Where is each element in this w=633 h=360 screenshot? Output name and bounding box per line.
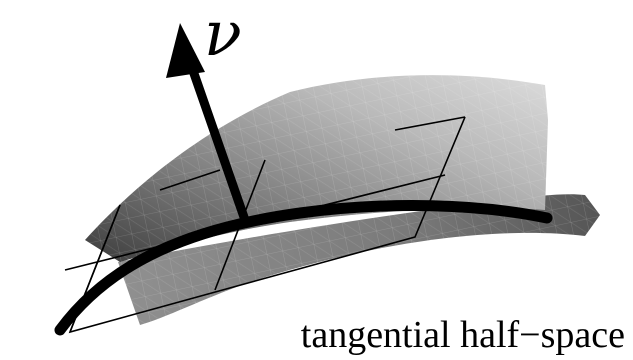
boundary-curve (54, 200, 553, 336)
normal-label: ν (204, 0, 242, 70)
normal-vector-shaft (185, 57, 250, 225)
normal-vector-arrowhead (166, 23, 205, 78)
figure-caption: tangential half−space (301, 314, 625, 356)
surface-underside-mesh (118, 194, 600, 325)
surface-mesh (85, 75, 548, 262)
tangent-plane-back-edge-right (394, 116, 466, 131)
tangent-plane-back-edge (159, 169, 221, 191)
